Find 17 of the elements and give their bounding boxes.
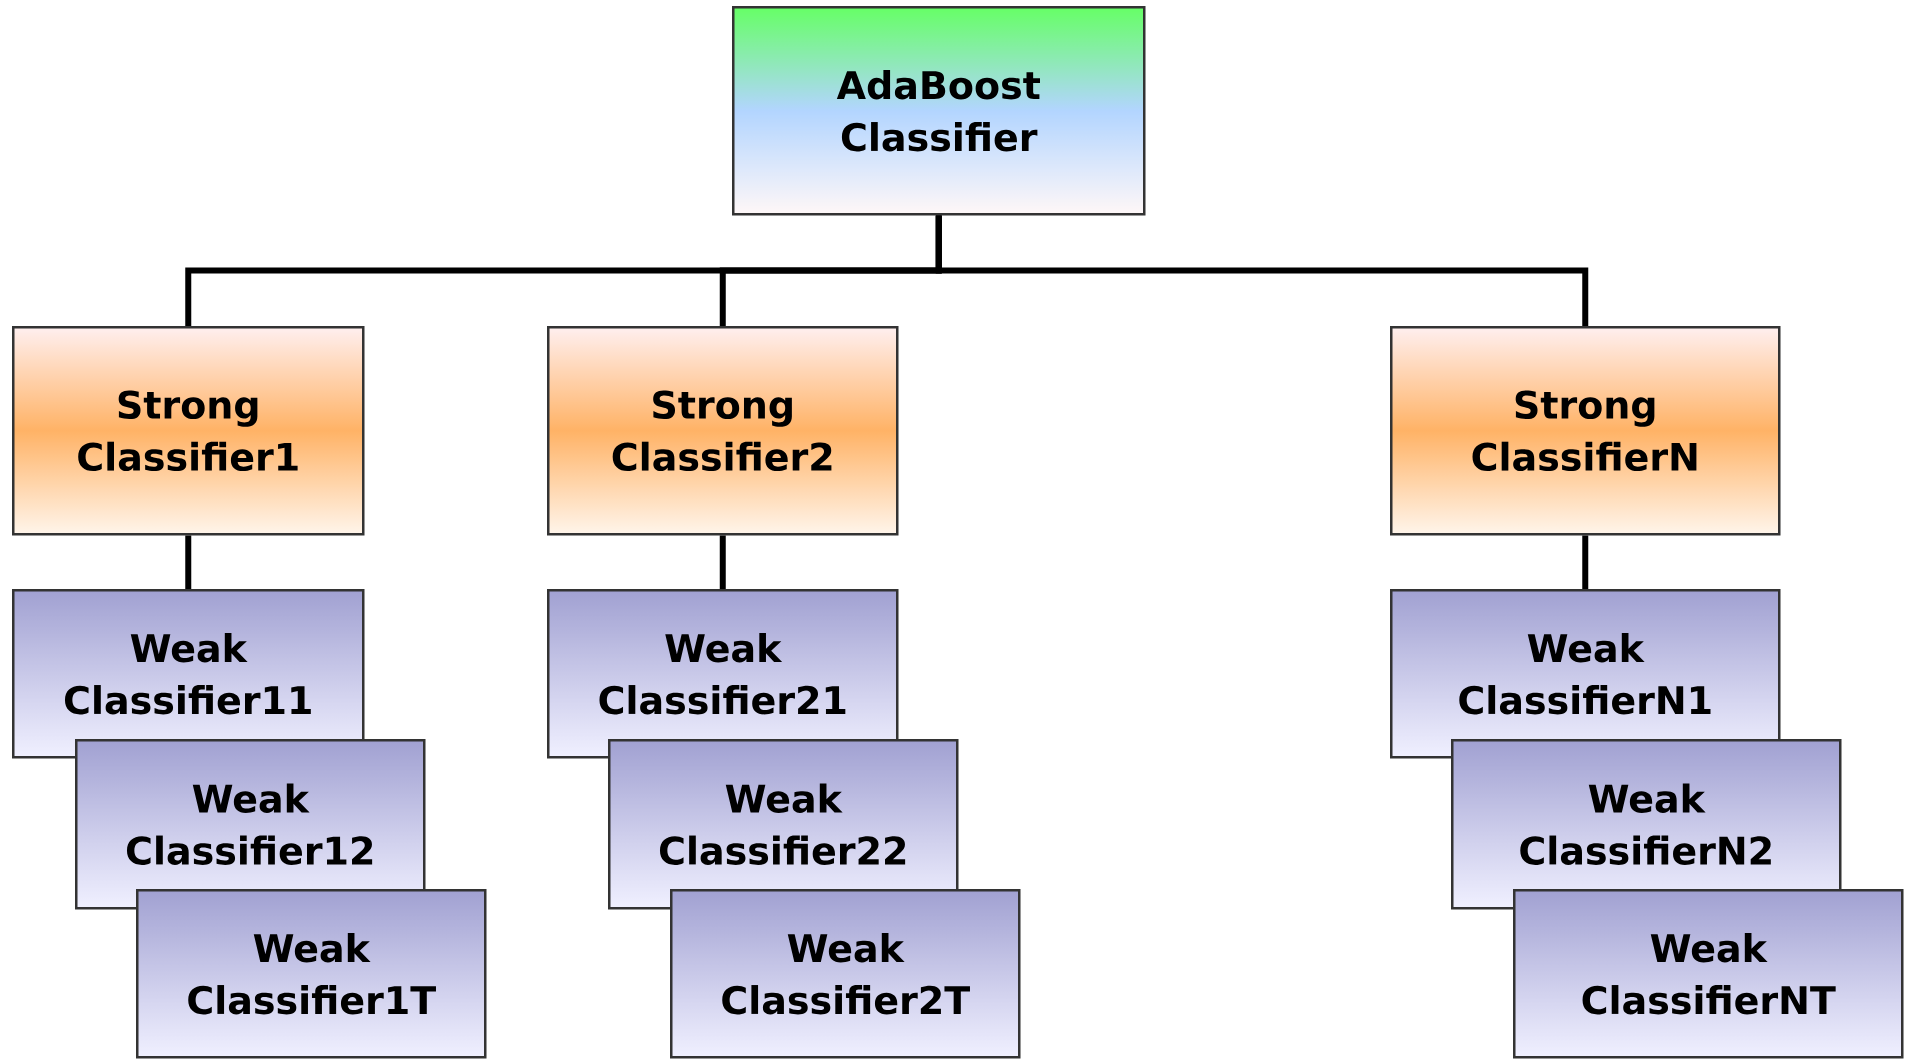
weak-classifier-box: Weak ClassifierN1 [1390,589,1781,759]
weak-classifier-box: Weak Classifier12 [75,739,426,910]
root-box: AdaBoost Classifier [732,6,1146,216]
connector-line [719,535,726,589]
strong-classifier-box: Strong Classifier1 [12,326,365,536]
connector-line [185,535,192,589]
weak-classifier-box: Weak Classifier11 [12,589,365,759]
weak-classifier-box: Weak ClassifierNT [1513,889,1904,1059]
connector-line [935,215,1589,326]
weak-classifier-box: Weak Classifier22 [608,739,959,910]
weak-classifier-box: Weak Classifier2T [670,889,1021,1059]
strong-classifier-box: Strong ClassifierN [1390,326,1781,536]
weak-classifier-box: Weak Classifier1T [136,889,487,1059]
connector-line [1582,535,1589,589]
weak-classifier-box: Weak Classifier21 [547,589,899,759]
weak-classifier-box: Weak ClassifierN2 [1451,739,1842,910]
strong-classifier-box: Strong Classifier2 [547,326,899,536]
